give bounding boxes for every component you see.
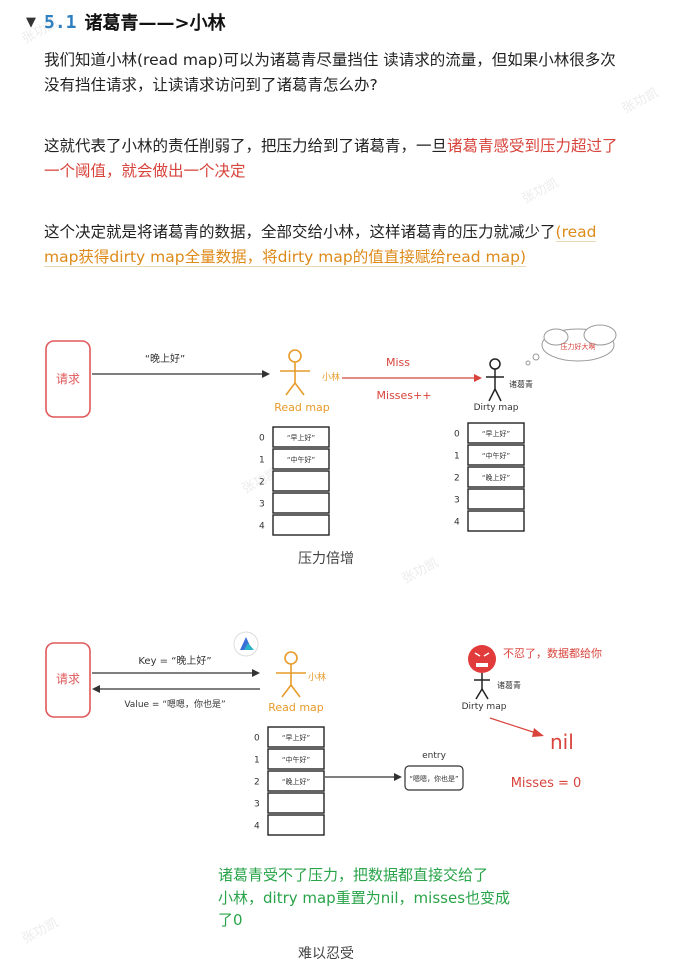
table-row-cell — [272, 448, 330, 470]
table-row-cell — [272, 470, 330, 492]
table-row-cell — [467, 422, 525, 444]
table-row-index: 0 — [254, 734, 260, 744]
figure-pressure-diagram: 请求 “晚上好” 小林 Read map Miss Misses++ 诸葛青 D… — [45, 324, 617, 536]
section-heading[interactable]: ▼ 5.1 诸葛青——>小林 — [26, 8, 226, 36]
zhugeqing-figure-icon — [486, 358, 504, 402]
table-row-value: “中午好” — [287, 455, 315, 464]
paragraph-2-text: 这就代表了小林的责任削弱了，把压力给到了诸葛青，一旦 — [44, 137, 448, 155]
xiaolin-label: 小林 — [308, 671, 326, 683]
table-row-index: 2 — [254, 778, 260, 788]
entry-box — [404, 765, 464, 791]
table-row-value: “晚上好” — [482, 473, 510, 482]
figure-handover-diagram: 请求 Key = “晚上好” Value = “嗯嗯，你也是” 小林 Read … — [45, 631, 602, 929]
table-row-cell — [467, 510, 525, 532]
table-row-cell — [467, 488, 525, 510]
dirty-map-label: Dirty map — [474, 403, 519, 413]
paragraph-2-highlight: 诸葛青感受到压力超过了一个阈值，就会做出一个决定 — [44, 137, 618, 180]
table-row-value: “晚上好” — [282, 777, 310, 786]
table-row-index: 1 — [259, 456, 265, 466]
table-row-value: “早上好” — [287, 433, 315, 442]
query-label: “晚上好” — [145, 353, 185, 365]
nil-label: nil — [550, 730, 574, 754]
figure-2-caption: 难以忍受 — [298, 946, 354, 962]
table-row-cell — [267, 770, 325, 792]
table-row-index: 4 — [254, 822, 260, 832]
thought-cloud-icon — [525, 324, 617, 366]
read-map-label: Read map — [274, 401, 330, 414]
table-row-cell — [467, 466, 525, 488]
angry-speech: 不忍了，数据都给你 — [503, 646, 602, 660]
note-line-1: 诸葛青受不了压力，把数据都直接交给了 — [218, 866, 488, 884]
table-row-index: 3 — [259, 500, 265, 510]
table-row-cell — [467, 444, 525, 466]
key-label: Key = “晚上好” — [138, 655, 211, 667]
table-row-index: 2 — [259, 478, 265, 488]
table-row-cell — [267, 792, 325, 814]
table-row-index: 2 — [454, 474, 460, 484]
zhugeqing-figure-icon — [474, 673, 490, 700]
table-row-index: 0 — [454, 430, 460, 440]
table-row-index: 1 — [254, 756, 260, 766]
app-logo-icon — [233, 631, 259, 657]
paragraph-3-highlight: (read map获得dirty map全量数据，将dirty map的值直接赋… — [44, 223, 597, 267]
value-label: Value = “嗯嗯，你也是” — [124, 698, 225, 710]
table-row-cell — [267, 748, 325, 770]
xiaolin-label: 小林 — [322, 371, 340, 383]
entry-value: “嗯嗯，你也是” — [409, 774, 458, 783]
collapse-triangle-icon[interactable]: ▼ — [26, 14, 36, 30]
table-row-value: “中午好” — [282, 755, 310, 764]
paragraph-1: 我们知道小林(read map)可以为诸葛青尽量挡住 读请求的流量，但如果小林很… — [44, 51, 616, 94]
table-row-cell — [272, 514, 330, 536]
paragraph-3-text: 这个决定就是将诸葛青的数据，全部交给小林，这样诸葛青的压力就减少了 — [44, 223, 556, 241]
cloud-thought-text: 压力好大啊 — [561, 342, 596, 351]
table-row-cell — [272, 426, 330, 448]
table-row-index: 1 — [454, 452, 460, 462]
angry-face-icon — [468, 645, 496, 673]
read-map-table: 0 “早上好” 1 “中午好” 2 3 4 — [259, 426, 330, 536]
section-title: 诸葛青——>小林 — [84, 13, 226, 34]
section-number: 5.1 — [44, 11, 77, 33]
table-row-cell — [267, 726, 325, 748]
table-row-index: 3 — [454, 496, 460, 506]
request-label: 请求 — [56, 372, 80, 386]
request-label: 请求 — [56, 672, 80, 686]
table-row-value: “早上好” — [482, 429, 510, 438]
watermark: 张功凯 — [619, 85, 662, 118]
table-row-index: 4 — [259, 522, 265, 532]
entry-label: entry — [422, 751, 446, 761]
dirty-map-table: 0 “早上好” 1 “中午好” 2 “晚上好” 3 4 — [454, 422, 525, 532]
xiaolin-figure-icon — [280, 349, 310, 396]
miss-label: Miss — [386, 356, 410, 369]
read-map-table: 0 “早上好” 1 “中午好” 2 “晚上好” 3 4 — [254, 726, 325, 836]
misses-zero-label: Misses = 0 — [511, 776, 582, 791]
table-row-value: “早上好” — [282, 733, 310, 742]
request-box — [45, 340, 91, 418]
xiaolin-figure-icon — [276, 651, 306, 698]
table-row-cell — [267, 814, 325, 836]
table-row-index: 3 — [254, 800, 260, 810]
note-line-2: 小林，ditry map重置为nil，misses也变成 — [218, 889, 510, 907]
table-row-index: 4 — [454, 518, 460, 528]
table-row-index: 0 — [259, 434, 265, 444]
zhugeqing-label: 诸葛青 — [497, 680, 521, 690]
paragraph-2: 这就代表了小林的责任削弱了，把压力给到了诸葛青，一旦诸葛青感受到压力超过了一个阈… — [44, 134, 619, 184]
table-row-cell — [272, 492, 330, 514]
paragraph-3: 这个决定就是将诸葛青的数据，全部交给小林，这样诸葛青的压力就减少了(read m… — [44, 220, 619, 270]
dirty-map-label: Dirty map — [462, 702, 507, 712]
zhugeqing-label: 诸葛青 — [509, 379, 533, 389]
table-row-value: “中午好” — [482, 451, 510, 460]
misses-increment-label: Misses++ — [377, 389, 432, 402]
note-line-3: 了0 — [218, 911, 243, 929]
request-box — [45, 642, 91, 718]
figure-1-caption: 压力倍增 — [298, 551, 354, 567]
read-map-label: Read map — [268, 701, 324, 714]
